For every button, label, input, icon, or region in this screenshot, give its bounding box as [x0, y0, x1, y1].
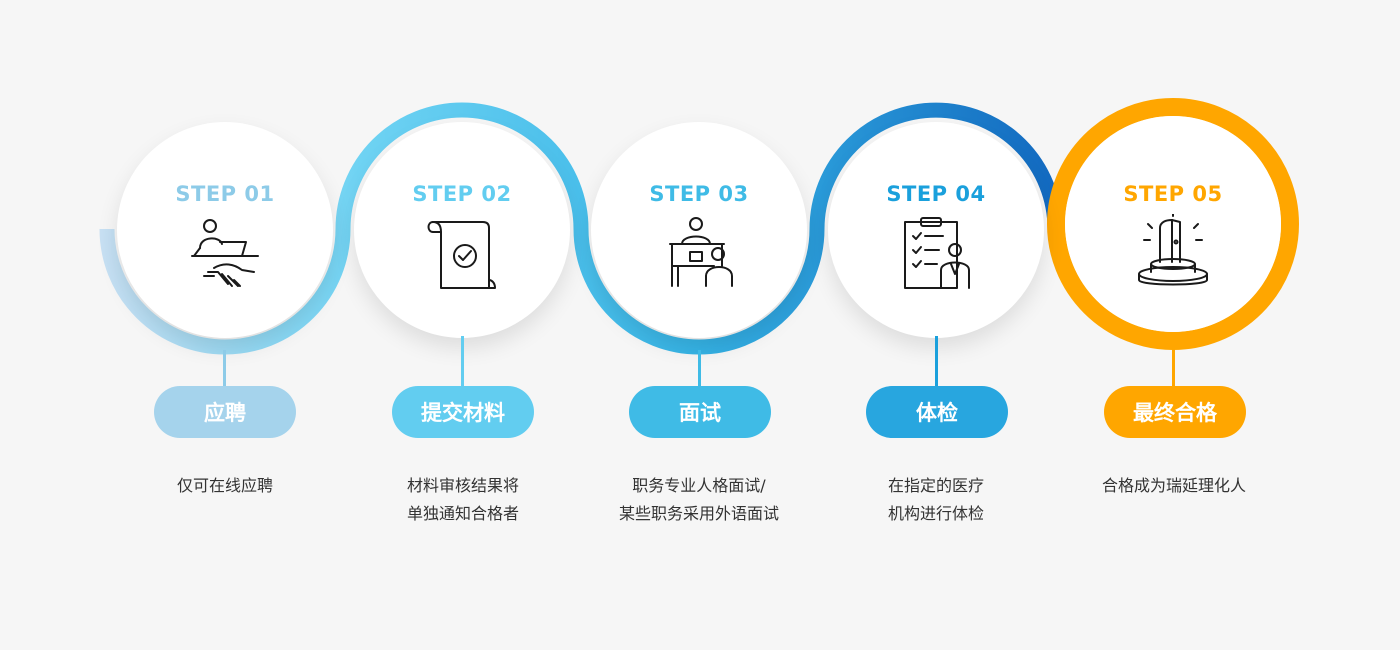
handshake-desk-icon — [184, 214, 266, 296]
step-1-description-line: 仅可在线应聘 — [176, 476, 273, 495]
step-2-circle: STEP 02 — [354, 122, 570, 338]
step-1-circle: STEP 01 — [117, 122, 333, 338]
step-4-circle: STEP 04 — [828, 122, 1044, 338]
step-3-description-line: 某些职务采用外语面试 — [618, 504, 779, 523]
step-5-description-line: 合格成为瑞延理化人 — [1101, 476, 1246, 495]
step-3-circle: STEP 03 — [591, 122, 807, 338]
step-2-label: STEP 02 — [412, 182, 512, 206]
step-3-label: STEP 03 — [649, 182, 749, 206]
step-1-label: STEP 01 — [175, 182, 275, 206]
step-2-description-line: 单独通知合格者 — [406, 504, 519, 523]
step-3-description-line: 职务专业人格面试/ — [632, 476, 766, 495]
step-2-connector — [461, 336, 464, 388]
step-3-description: 职务专业人格面试/ 某些职务采用外语面试 — [579, 472, 819, 528]
step-1-connector — [223, 350, 226, 388]
step-3-connector — [698, 350, 701, 388]
step-5-connector — [1172, 340, 1175, 388]
interview-icon — [658, 214, 740, 296]
step-5-description: 合格成为瑞延理化人 — [1054, 472, 1294, 500]
step-5-title-badge: 最终合格 — [1104, 386, 1246, 438]
step-2-description-line: 材料审核结果将 — [406, 476, 519, 495]
door-podium-icon — [1132, 213, 1214, 296]
document-check-icon — [421, 214, 503, 296]
step-4-description-line: 机构进行体检 — [887, 504, 984, 523]
step-4-description: 在指定的医疗 机构进行体检 — [816, 472, 1056, 528]
step-5-circle: STEP 05 — [1065, 116, 1281, 332]
step-4-title-badge: 体检 — [866, 386, 1008, 438]
step-5-label: STEP 05 — [1123, 182, 1223, 206]
step-2-title-badge: 提交材料 — [392, 386, 534, 438]
step-1-description: 仅可在线应聘 — [105, 472, 345, 500]
step-4-connector — [935, 336, 938, 388]
step-3-title-badge: 面试 — [629, 386, 771, 438]
step-1-title-badge: 应聘 — [154, 386, 296, 438]
step-2-description: 材料审核结果将 单独通知合格者 — [343, 472, 583, 528]
step-4-description-line: 在指定的医疗 — [887, 476, 984, 495]
step-4-label: STEP 04 — [886, 182, 986, 206]
clipboard-doctor-icon — [895, 214, 977, 296]
